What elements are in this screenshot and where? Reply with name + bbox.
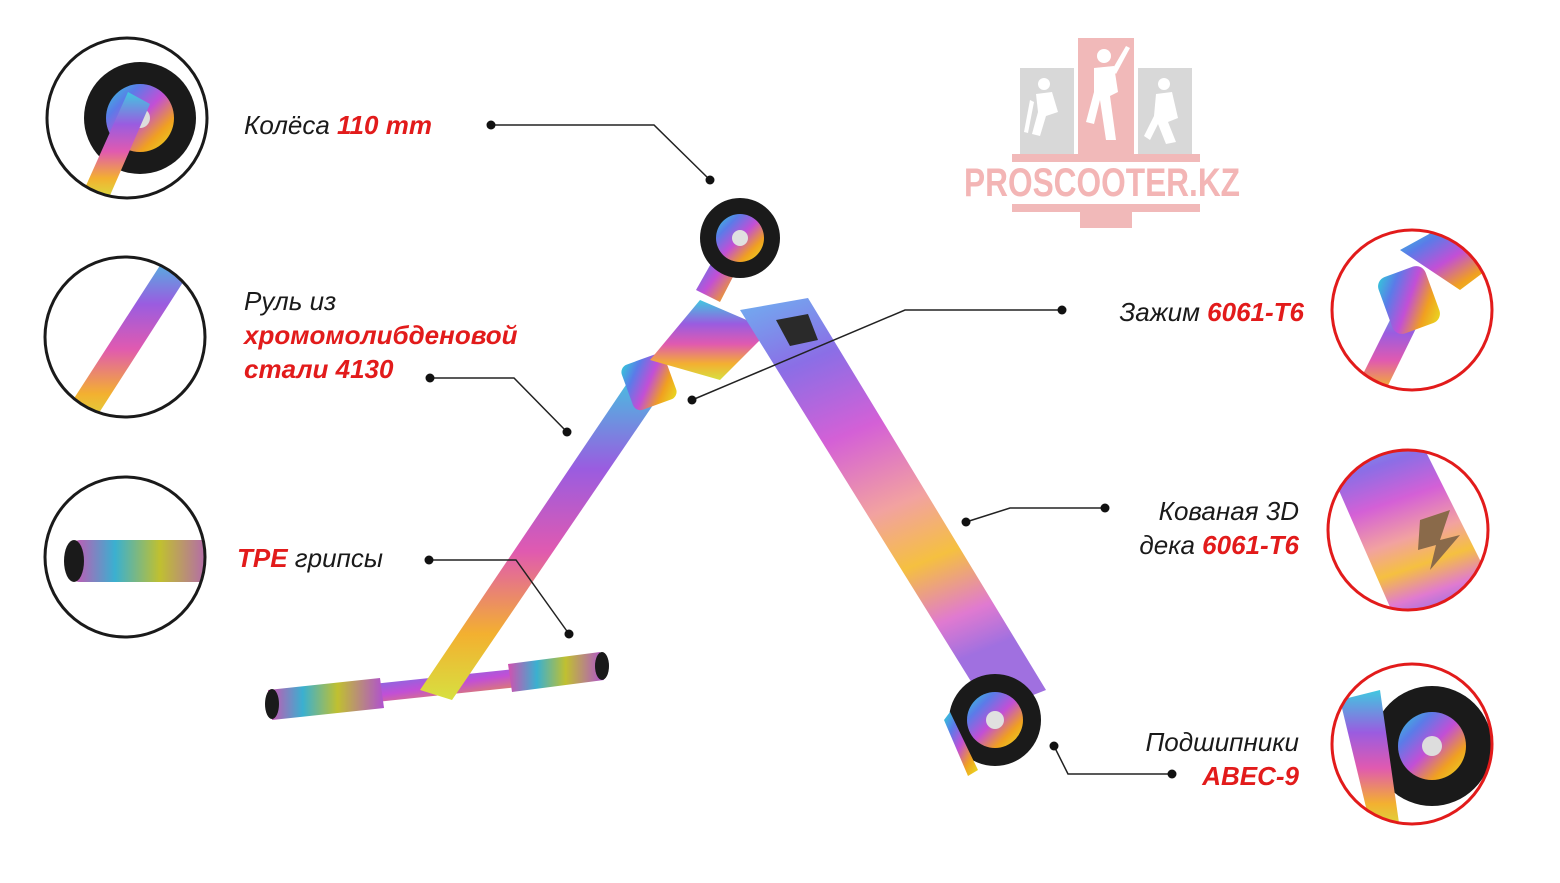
detail-circle-deck <box>1326 448 1490 612</box>
handlebar-stem <box>420 370 666 700</box>
label-bars: Руль из хромомолибденовой стали 4130 <box>244 284 518 386</box>
label-bars-line1: Руль из <box>244 286 337 316</box>
leader-bars <box>430 377 568 433</box>
deck-detail-icon <box>1328 450 1488 610</box>
detail-circle-clamp <box>1330 228 1494 392</box>
leader-clamp <box>691 309 1062 401</box>
leader-dots <box>424 120 1177 779</box>
deck-neck <box>650 300 770 380</box>
left-grip-end <box>265 689 279 719</box>
label-wheels: Колёса 110 mm <box>244 108 432 142</box>
logo-base <box>1080 212 1132 228</box>
detail-circle-wheel <box>45 36 209 200</box>
label-wheels-highlight: 110 mm <box>337 110 432 140</box>
left-grip <box>268 678 384 720</box>
brand-logo: PROSCOOTER.KZ <box>964 38 1240 228</box>
label-bearings-line2: ABEC-9 <box>1202 761 1299 791</box>
leader-wheels <box>491 124 711 181</box>
detail-circle-grip <box>43 475 207 639</box>
label-deck-line2-highlight: 6061-T6 <box>1202 530 1299 560</box>
label-bars-line3: стали 4130 <box>244 354 394 384</box>
logo-silhouettes-icon <box>1024 46 1178 144</box>
front-wheel-hub <box>732 230 748 246</box>
leader-bearings <box>1053 745 1172 775</box>
scooter-illustration <box>265 198 1046 776</box>
rear-wheel-hub <box>986 711 1004 729</box>
label-clamp-text: Зажим <box>1119 297 1208 327</box>
label-grips-highlight: TPE <box>237 543 288 573</box>
label-wheels-text: Колёса <box>244 110 338 140</box>
leader-deck <box>965 507 1105 523</box>
wheel-detail-icon <box>47 38 207 198</box>
label-deck: Кованая 3D дека 6061-T6 <box>1139 494 1299 562</box>
logo-text: PROSCOOTER.KZ <box>964 161 1240 205</box>
rear-brake <box>944 712 978 776</box>
right-grip <box>508 652 604 692</box>
label-deck-line1: Кованая 3D <box>1158 496 1299 526</box>
clamp <box>621 353 677 411</box>
bar-detail-icon <box>45 257 205 417</box>
label-deck-line2-text: дека <box>1139 530 1203 560</box>
right-grip-end <box>595 652 609 680</box>
leader-lines <box>429 124 1172 775</box>
logo-bar-top <box>1012 154 1200 162</box>
deck <box>740 298 1046 712</box>
grip-detail-icon <box>45 477 205 637</box>
label-bars-line2: хромомолибденовой <box>244 320 518 350</box>
label-bearings: Подшипники ABEC-9 <box>1145 725 1299 793</box>
detail-circle-bearing <box>1330 662 1494 826</box>
label-bearings-line1: Подшипники <box>1145 727 1299 757</box>
detail-circle-bar <box>43 255 207 419</box>
label-clamp: Зажим 6061-T6 <box>1119 295 1304 329</box>
deck-slot <box>776 314 818 346</box>
logo-bar-bottom <box>1012 204 1200 212</box>
label-clamp-highlight: 6061-T6 <box>1207 297 1304 327</box>
leader-grips <box>429 559 570 635</box>
label-grips: TPE грипсы <box>237 541 383 575</box>
label-grips-text: грипсы <box>287 543 383 573</box>
bearing-detail-icon <box>1332 664 1492 824</box>
